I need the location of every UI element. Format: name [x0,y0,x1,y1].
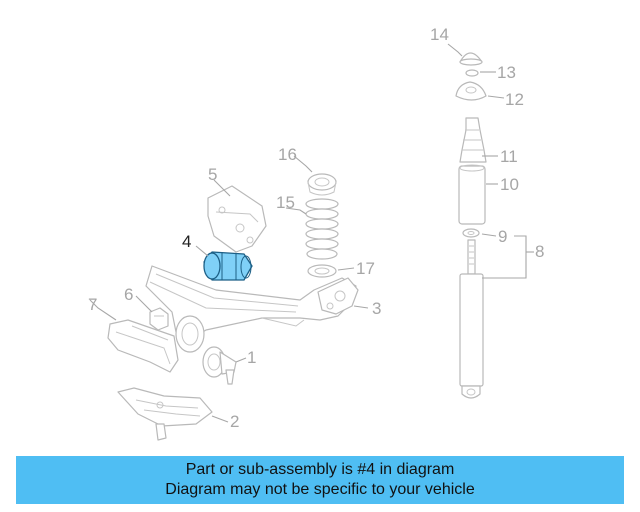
bracket-7 [107,319,179,373]
parts-diagram: 1 2 3 4 5 6 7 8 9 10 11 12 13 14 15 16 1… [88,25,544,441]
callout-2: 2 [230,412,239,431]
callout-11: 11 [500,147,518,166]
spring-upper-seat [307,173,337,196]
callout-4[interactable]: 4 [182,232,191,251]
callout-3: 3 [372,299,381,318]
leader-lines [89,43,534,423]
callout-10: 10 [500,175,519,194]
shock-absorber-8 [459,239,484,399]
shield-plate [117,387,213,441]
washer-9 [462,228,480,238]
banner-line-part: Part or sub-assembly is #4 in diagram [185,461,455,478]
callout-17: 17 [356,259,375,278]
bushing-part-4[interactable] [203,251,253,281]
mount-bracket-5 [207,185,267,253]
clip-6 [149,307,169,331]
bump-stop-11 [459,117,487,163]
callout-numbers: 1 2 3 4 5 6 7 8 9 10 11 12 13 14 15 16 1… [88,25,544,431]
callout-7: 7 [88,295,97,314]
shock-mount-12 [455,81,487,101]
axle-stub [202,346,237,385]
callout-1: 1 [247,348,256,367]
axle-beam [145,265,359,353]
callout-12: 12 [505,90,524,109]
callout-9: 9 [498,227,507,246]
callout-5: 5 [208,165,217,184]
dust-boot-10 [458,164,486,225]
callout-13: 13 [497,63,516,82]
callout-8: 8 [535,242,544,261]
callout-16: 16 [278,145,297,164]
spring-lower-seat [307,264,337,278]
shock-nut-13 [465,69,479,77]
callout-15: 15 [276,193,295,212]
info-banner: Part or sub-assembly is #4 in diagram Di… [16,456,624,504]
shock-cap-14 [459,52,483,66]
banner-line-disclaimer: Diagram may not be specific to your vehi… [165,481,475,498]
coil-spring [305,198,339,260]
callout-6: 6 [124,285,133,304]
callout-14: 14 [430,25,449,44]
